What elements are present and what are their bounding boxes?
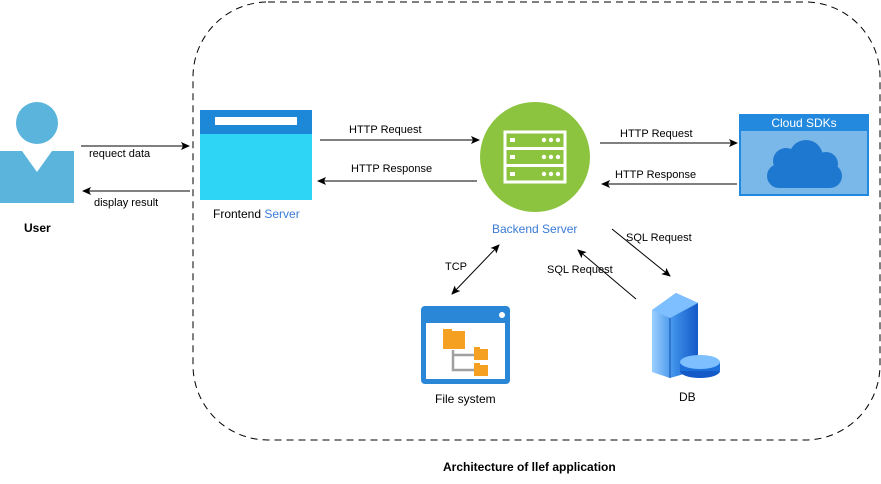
file-system-label: File system — [435, 392, 496, 406]
browser-window-icon — [200, 110, 312, 200]
user-icon — [0, 102, 74, 203]
db-label: DB — [679, 390, 696, 404]
database-server-icon — [652, 293, 720, 378]
cloud-sdks-title: Cloud SDKs — [771, 116, 837, 130]
edge-db-to-backend — [577, 249, 637, 300]
cloud-icon — [767, 140, 842, 188]
application-boundary — [192, 1, 881, 441]
user-label: User — [24, 221, 51, 235]
edge-backend-to-db — [611, 228, 671, 277]
frontend-label-prefix: Frontend — [213, 207, 265, 221]
edge-backend-filesystem — [451, 244, 500, 295]
edge-label-sql-request-2: SQL Request — [547, 264, 613, 276]
edge-label-http-response-1: HTTP Response — [351, 163, 433, 175]
edge-label-http-request-1: HTTP Request — [349, 124, 422, 136]
edge-label-http-request-2: HTTP Request — [620, 128, 693, 140]
frontend-server-label: Frontend Server — [213, 207, 300, 221]
edge-label-request-data: requect data — [89, 148, 151, 160]
edge-label-tcp: TCP — [445, 261, 467, 273]
edge-label-sql-request-1: SQL Request — [626, 232, 692, 244]
edge-label-display-result: display result — [94, 197, 159, 209]
diagram-caption: Architecture of llef application — [443, 460, 616, 474]
frontend-label-suffix: Server — [264, 207, 300, 221]
server-rack-icon — [480, 102, 590, 212]
backend-server-label: Backend Server — [492, 222, 578, 236]
folder-tree-icon — [421, 306, 510, 384]
edge-label-http-response-2: HTTP Response — [615, 169, 697, 181]
